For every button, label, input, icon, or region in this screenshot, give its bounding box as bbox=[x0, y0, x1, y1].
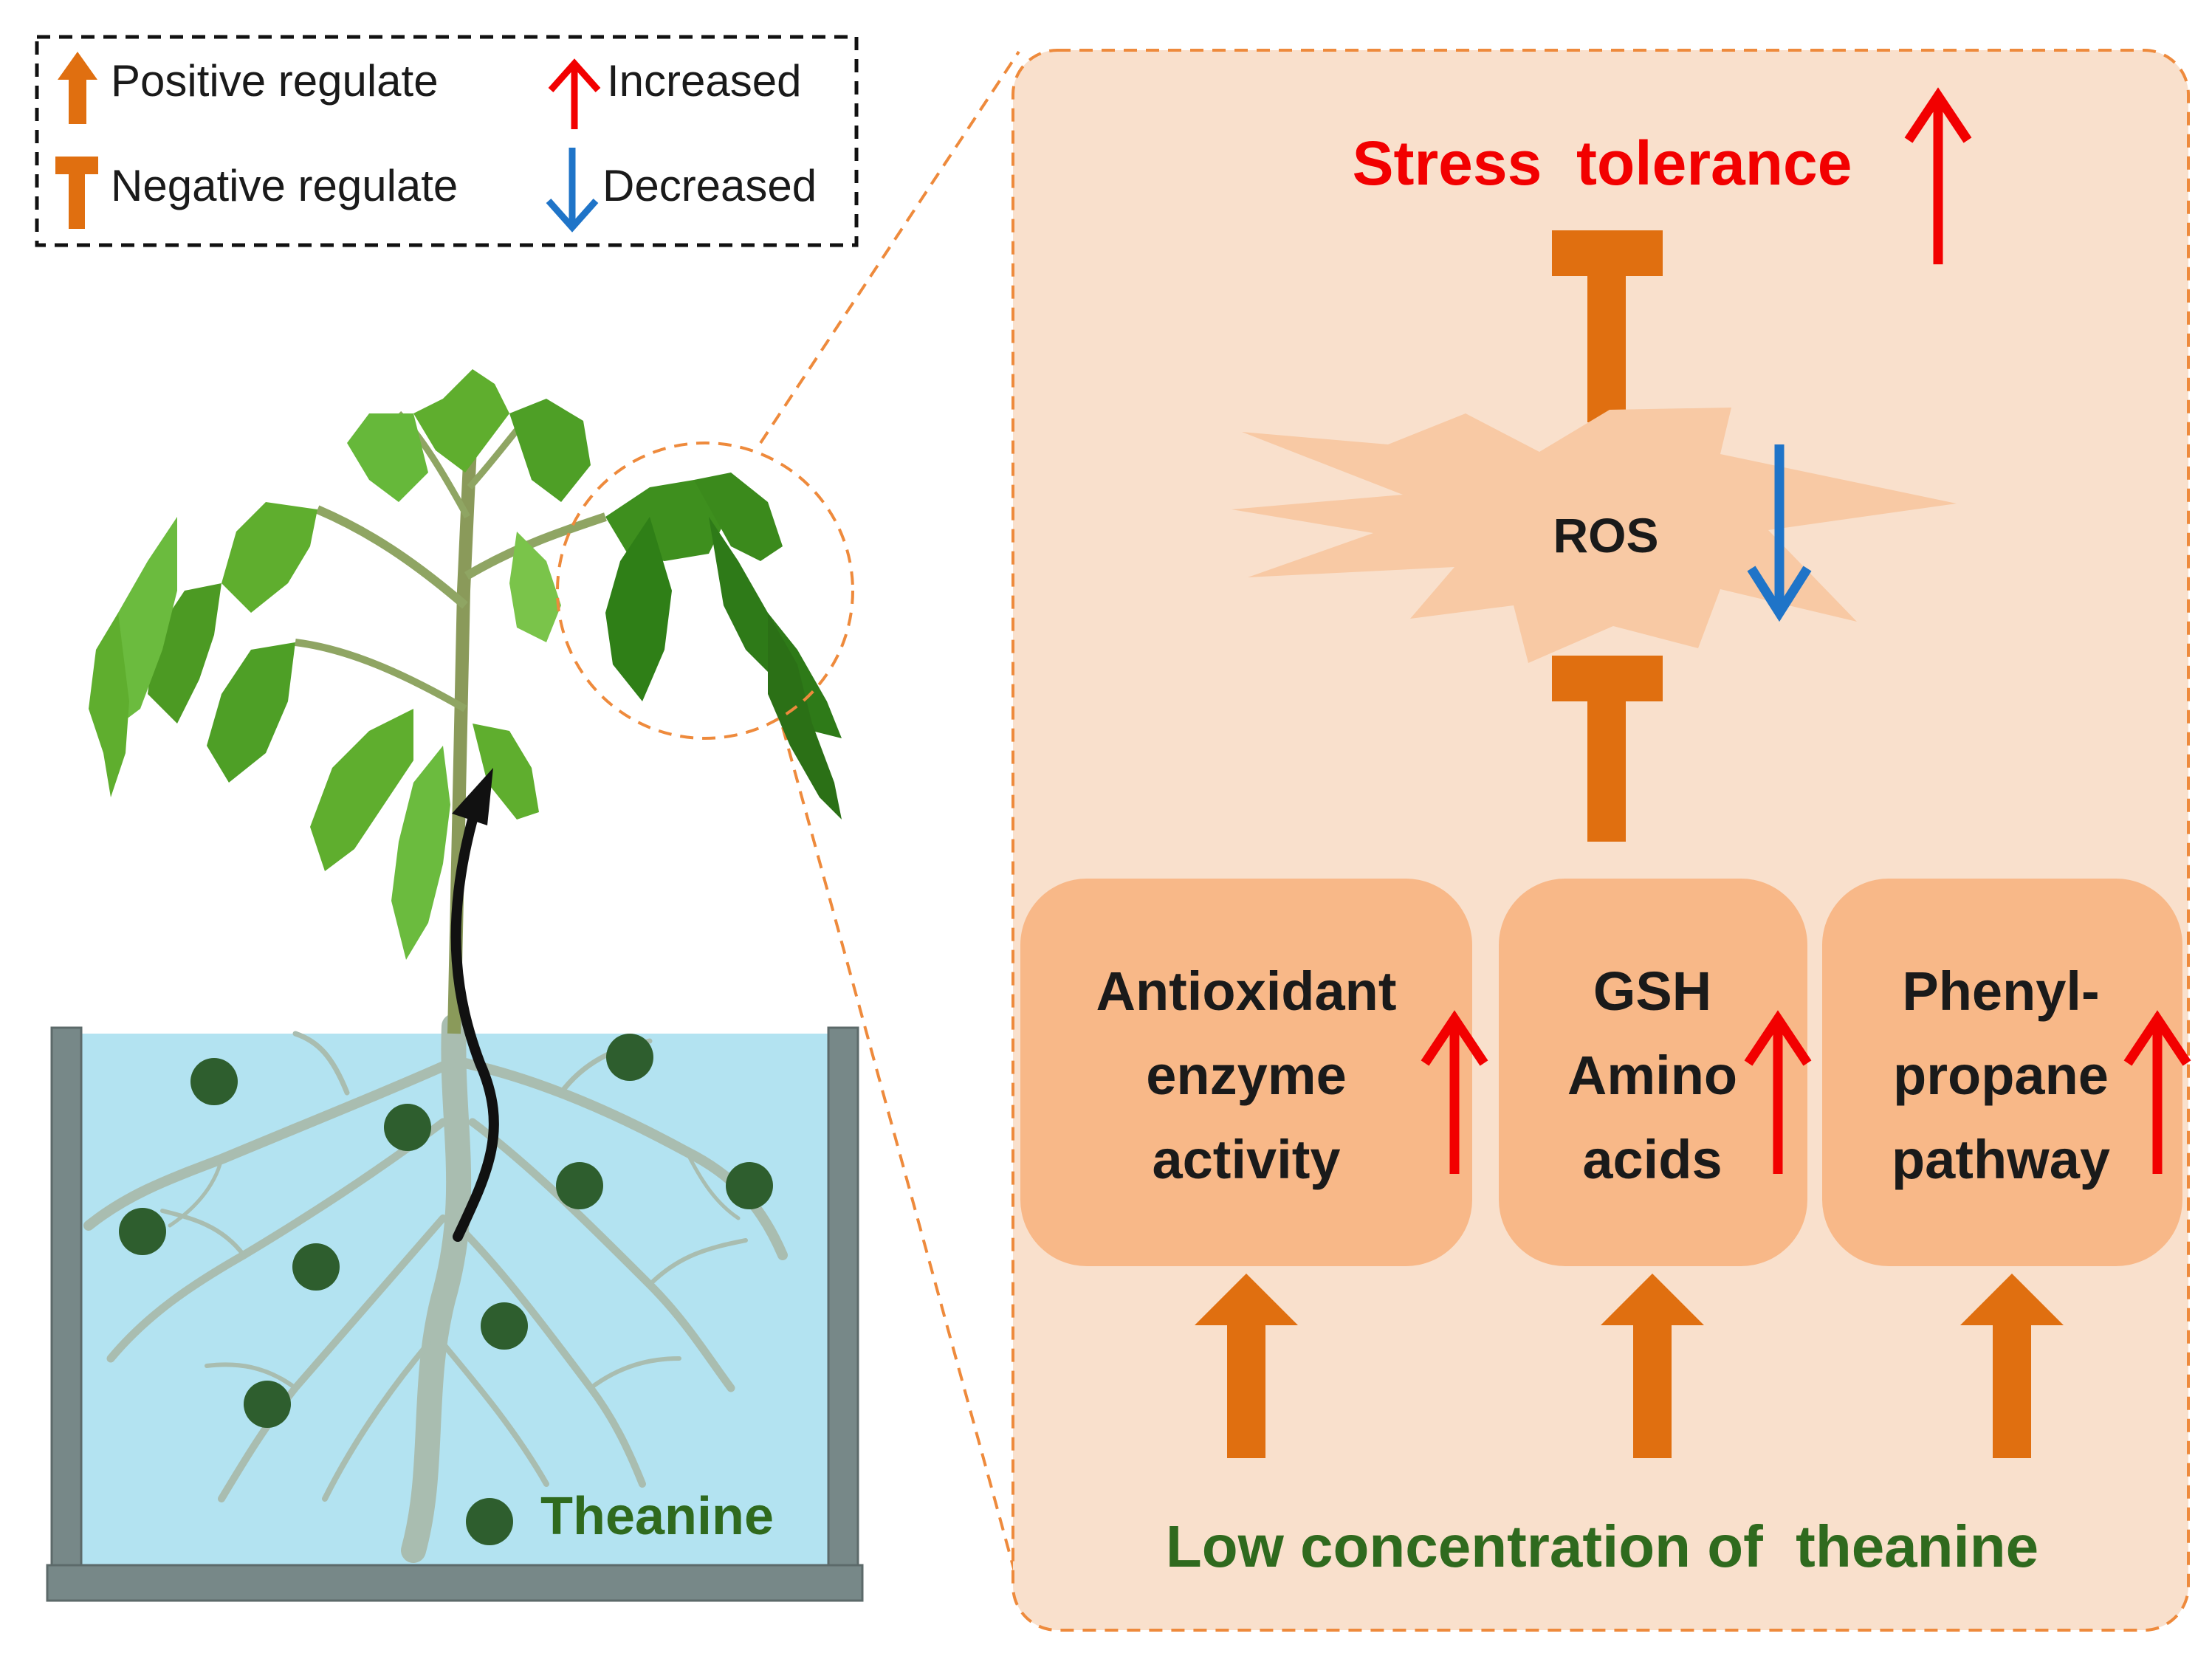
theanine-label: Theanine bbox=[540, 1487, 774, 1546]
antioxidant-box bbox=[1020, 879, 1472, 1266]
phenylpropane-box bbox=[1822, 879, 2182, 1266]
ros-decreased-arrow-icon bbox=[1747, 444, 1812, 622]
antioxidant-line1: Antioxidant bbox=[1096, 961, 1397, 1022]
legend-increased-label: Increased bbox=[607, 56, 802, 106]
theanine-dot bbox=[481, 1302, 528, 1350]
theanine-dot bbox=[384, 1104, 431, 1151]
tomato-plant-icon bbox=[89, 369, 842, 960]
phenylpropane-line1: Phenyl- bbox=[1902, 961, 2099, 1022]
theanine-molecules bbox=[119, 1034, 773, 1545]
legend-decreased-label: Decreased bbox=[602, 161, 817, 210]
gsh-line2: Amino bbox=[1567, 1045, 1737, 1106]
antioxidant-line3: activity bbox=[1152, 1129, 1340, 1190]
positive-arrow-2-icon bbox=[1601, 1274, 1704, 1458]
decreased-arrow-icon bbox=[546, 148, 599, 233]
legend-positive-label: Positive regulate bbox=[111, 56, 439, 106]
gsh-box bbox=[1499, 879, 1807, 1266]
zoom-circle bbox=[556, 442, 854, 740]
positive-regulate-arrow-icon bbox=[58, 52, 97, 124]
ros-label: ROS bbox=[1553, 508, 1658, 563]
boxes-inhibit-ros-tbar-icon bbox=[1552, 656, 1663, 842]
legend-box bbox=[35, 35, 859, 247]
antioxidant-increased-arrow-icon bbox=[1421, 1010, 1488, 1174]
theanine-dot bbox=[606, 1034, 653, 1081]
low-concentration-label: Low concentration of theanine bbox=[1166, 1514, 2038, 1579]
stress-increased-arrow-icon bbox=[1904, 87, 1972, 264]
uptake-arrow-icon bbox=[450, 768, 499, 1242]
gsh-line1: GSH bbox=[1593, 961, 1711, 1022]
plant-illustration: Theanine bbox=[46, 369, 864, 1602]
antioxidant-line2: enzyme bbox=[1146, 1045, 1346, 1106]
tank-left-wall bbox=[50, 1026, 83, 1581]
mechanism-panel: Stress tolerance ROS Antioxidant enzyme … bbox=[1011, 49, 2191, 1632]
tank-base bbox=[46, 1564, 864, 1602]
tank-right-wall bbox=[827, 1026, 859, 1581]
theanine-dot bbox=[556, 1162, 603, 1209]
theanine-dot bbox=[292, 1243, 340, 1291]
phenylpropane-line3: pathway bbox=[1892, 1129, 2110, 1190]
gsh-line3: acids bbox=[1582, 1129, 1722, 1190]
theanine-dot bbox=[119, 1208, 166, 1255]
root-icon bbox=[83, 1014, 788, 1563]
theanine-dot bbox=[190, 1058, 238, 1105]
legend-negative-label: Negative regulate bbox=[111, 161, 458, 210]
ros-inhibits-tolerance-tbar-icon bbox=[1552, 230, 1663, 422]
phenylpropane-line2: propane bbox=[1893, 1045, 2109, 1106]
increased-arrow-icon bbox=[548, 58, 601, 129]
theanine-dot bbox=[244, 1381, 291, 1428]
legend: Positive regulate Negative regulate Incr… bbox=[35, 35, 859, 247]
zoom-connectors bbox=[759, 50, 1020, 1588]
negative-regulate-tbar-icon bbox=[55, 157, 98, 229]
theanine-dot bbox=[466, 1498, 513, 1545]
theanine-dot bbox=[726, 1162, 773, 1209]
positive-arrow-3-icon bbox=[1960, 1274, 2064, 1458]
gsh-increased-arrow-icon bbox=[1744, 1010, 1812, 1174]
phenylpropane-increased-arrow-icon bbox=[2123, 1010, 2191, 1174]
positive-arrow-1-icon bbox=[1195, 1274, 1298, 1458]
stress-tolerance-label: Stress tolerance bbox=[1352, 128, 1852, 198]
